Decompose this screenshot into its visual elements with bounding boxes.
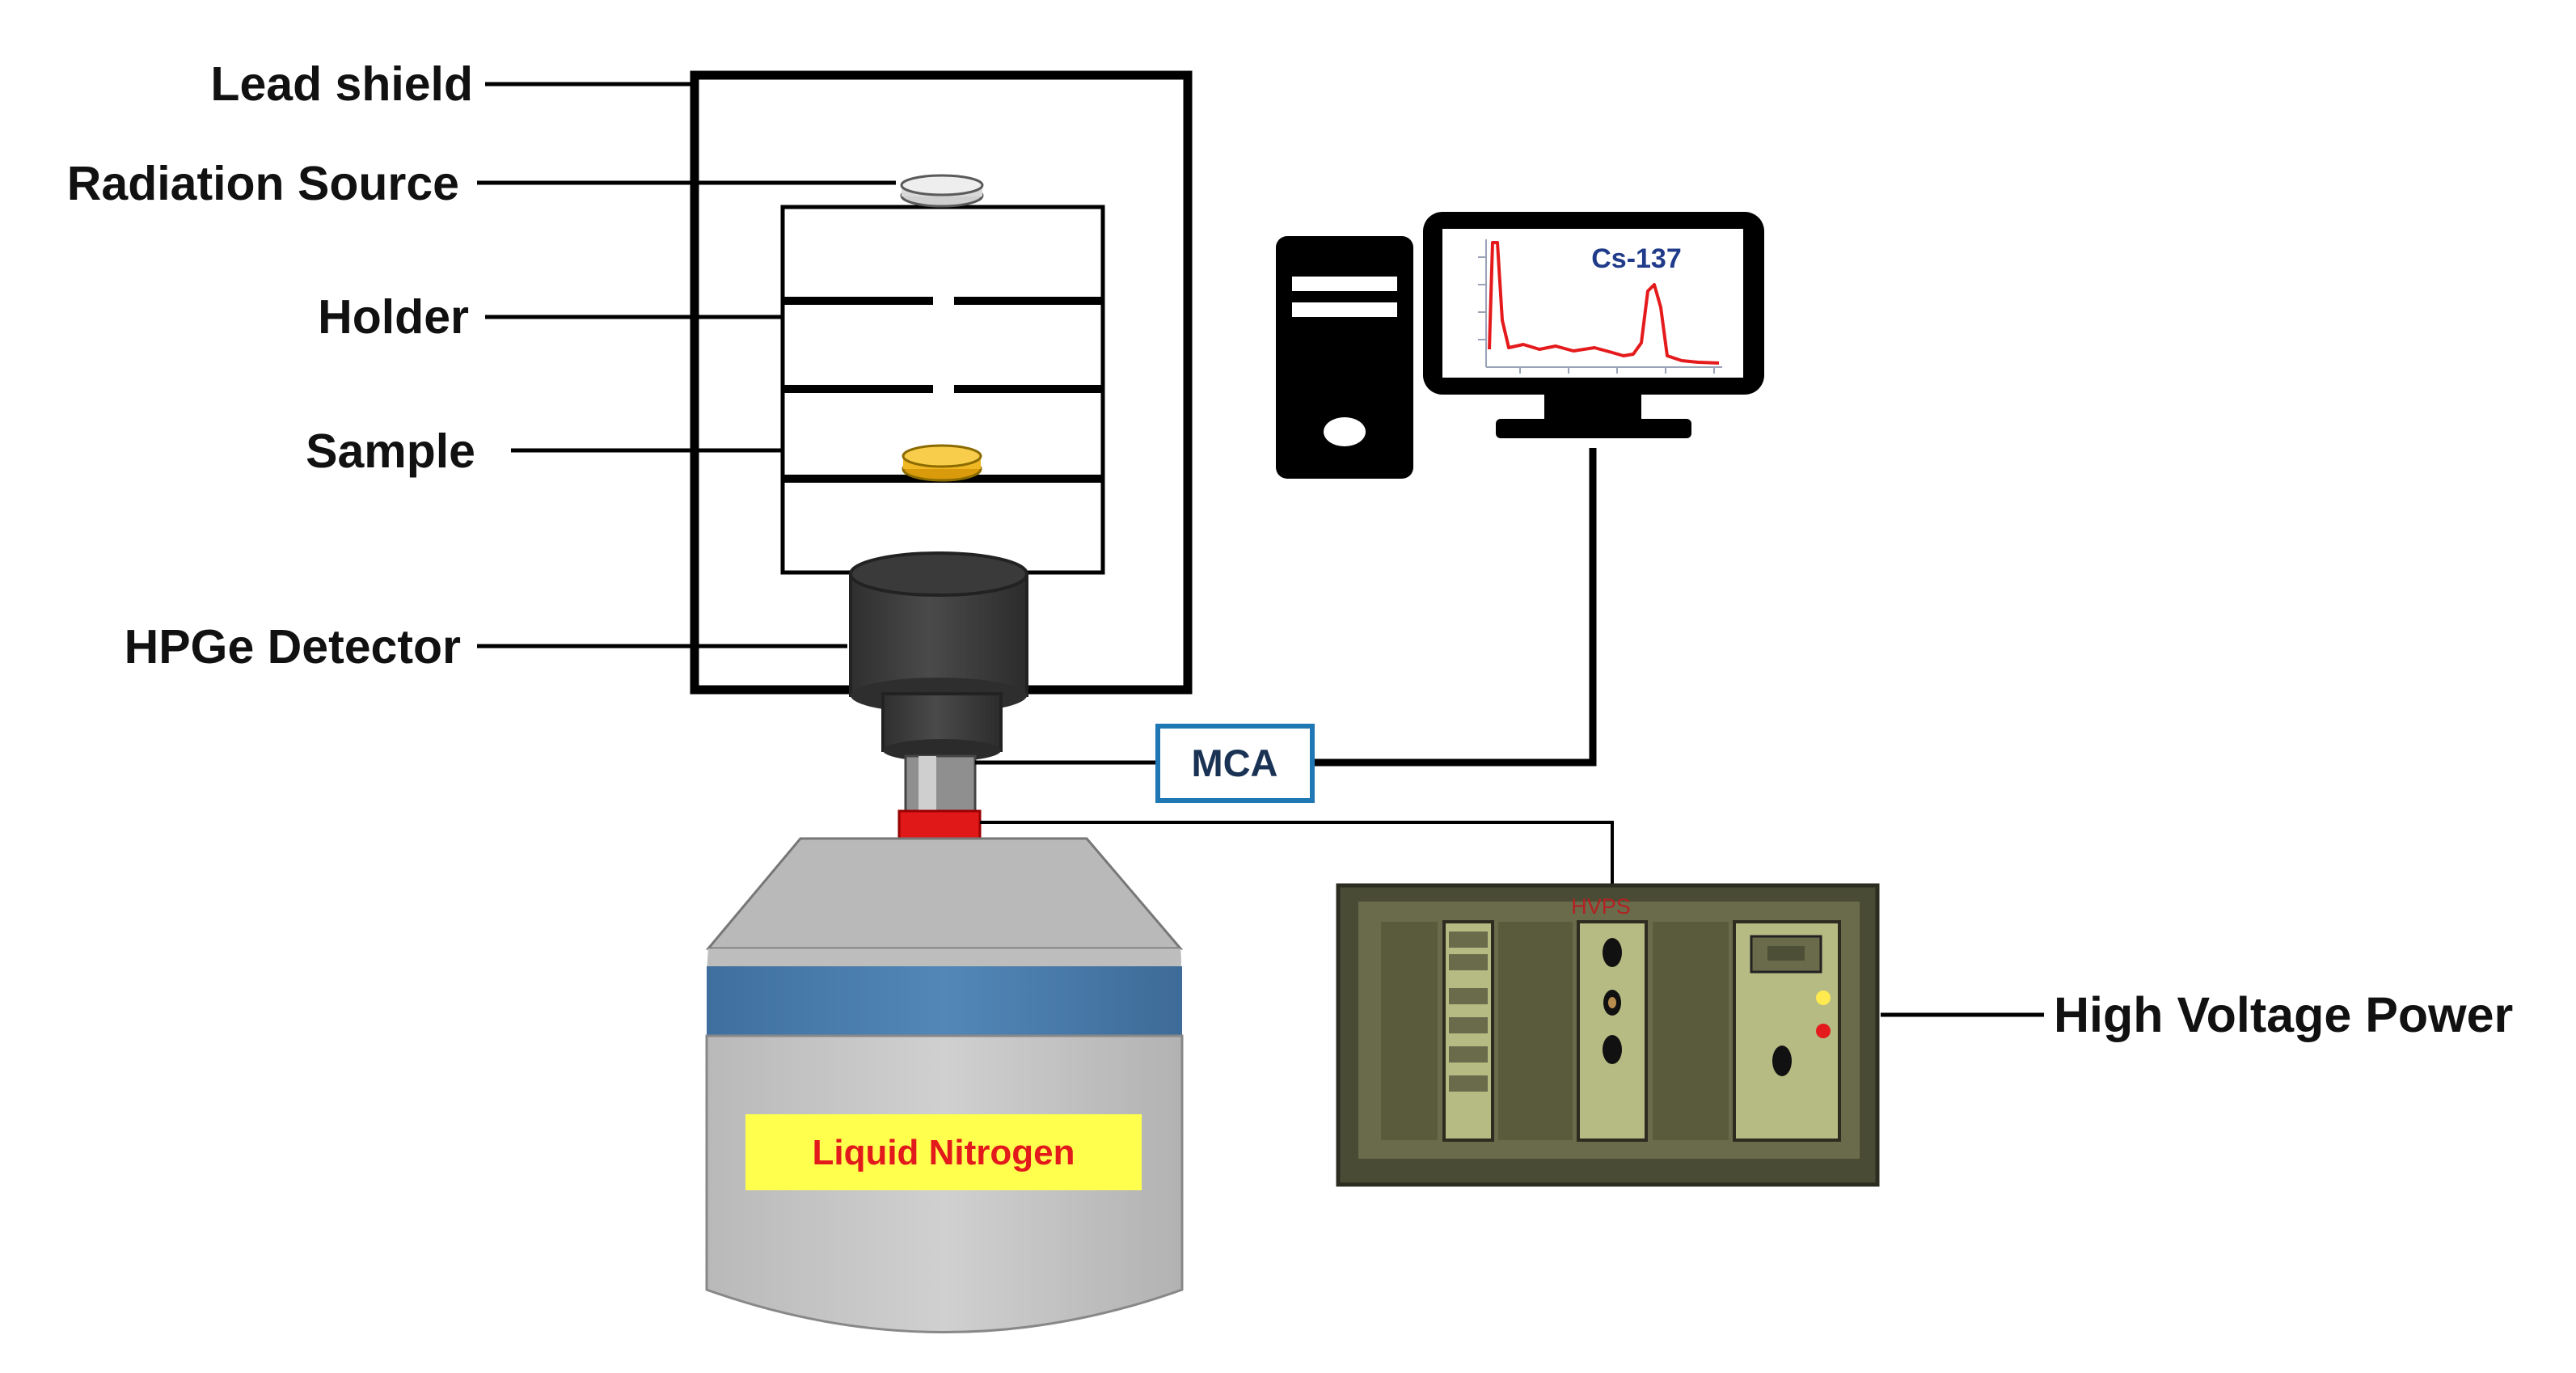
sample-label: Sample bbox=[306, 425, 475, 478]
computer-tower-icon bbox=[1276, 236, 1413, 479]
detector-to-hvps-cable bbox=[980, 821, 1614, 887]
spectrum-plot bbox=[1478, 239, 1722, 374]
high-voltage-power-label: High Voltage Power bbox=[2054, 987, 2513, 1042]
label-leader-lines bbox=[477, 82, 2044, 1017]
liquid-nitrogen-label-box bbox=[745, 1114, 1142, 1190]
lead-shield-label: Lead shield bbox=[210, 57, 473, 111]
hvps-unit: HVPS bbox=[1336, 883, 1880, 1187]
signal-cables bbox=[975, 448, 1614, 887]
mca-label: MCA bbox=[1191, 741, 1277, 784]
liquid-nitrogen-dewar-icon: Liquid Nitrogen bbox=[705, 837, 1184, 1333]
holder bbox=[780, 205, 1105, 575]
hvps-label: HVPS bbox=[1571, 894, 1631, 919]
radiation-source-disc bbox=[900, 174, 984, 208]
spectrum-title: Cs-137 bbox=[1591, 243, 1682, 274]
radiation-source-label: Radiation Source bbox=[67, 157, 459, 210]
liquid-nitrogen-label: Liquid Nitrogen bbox=[812, 1133, 1075, 1172]
sample-disc bbox=[902, 444, 982, 482]
monitor-icon: Cs-137 bbox=[1423, 212, 1764, 438]
mca-box: MCA bbox=[1155, 724, 1315, 803]
spectrum-line bbox=[1488, 241, 1720, 365]
hpge-detector-label: HPGe Detector bbox=[125, 620, 461, 674]
mca-to-computer-cable bbox=[1312, 448, 1597, 767]
holder-label: Holder bbox=[318, 290, 469, 344]
hpge-detector-icon bbox=[849, 551, 1028, 840]
